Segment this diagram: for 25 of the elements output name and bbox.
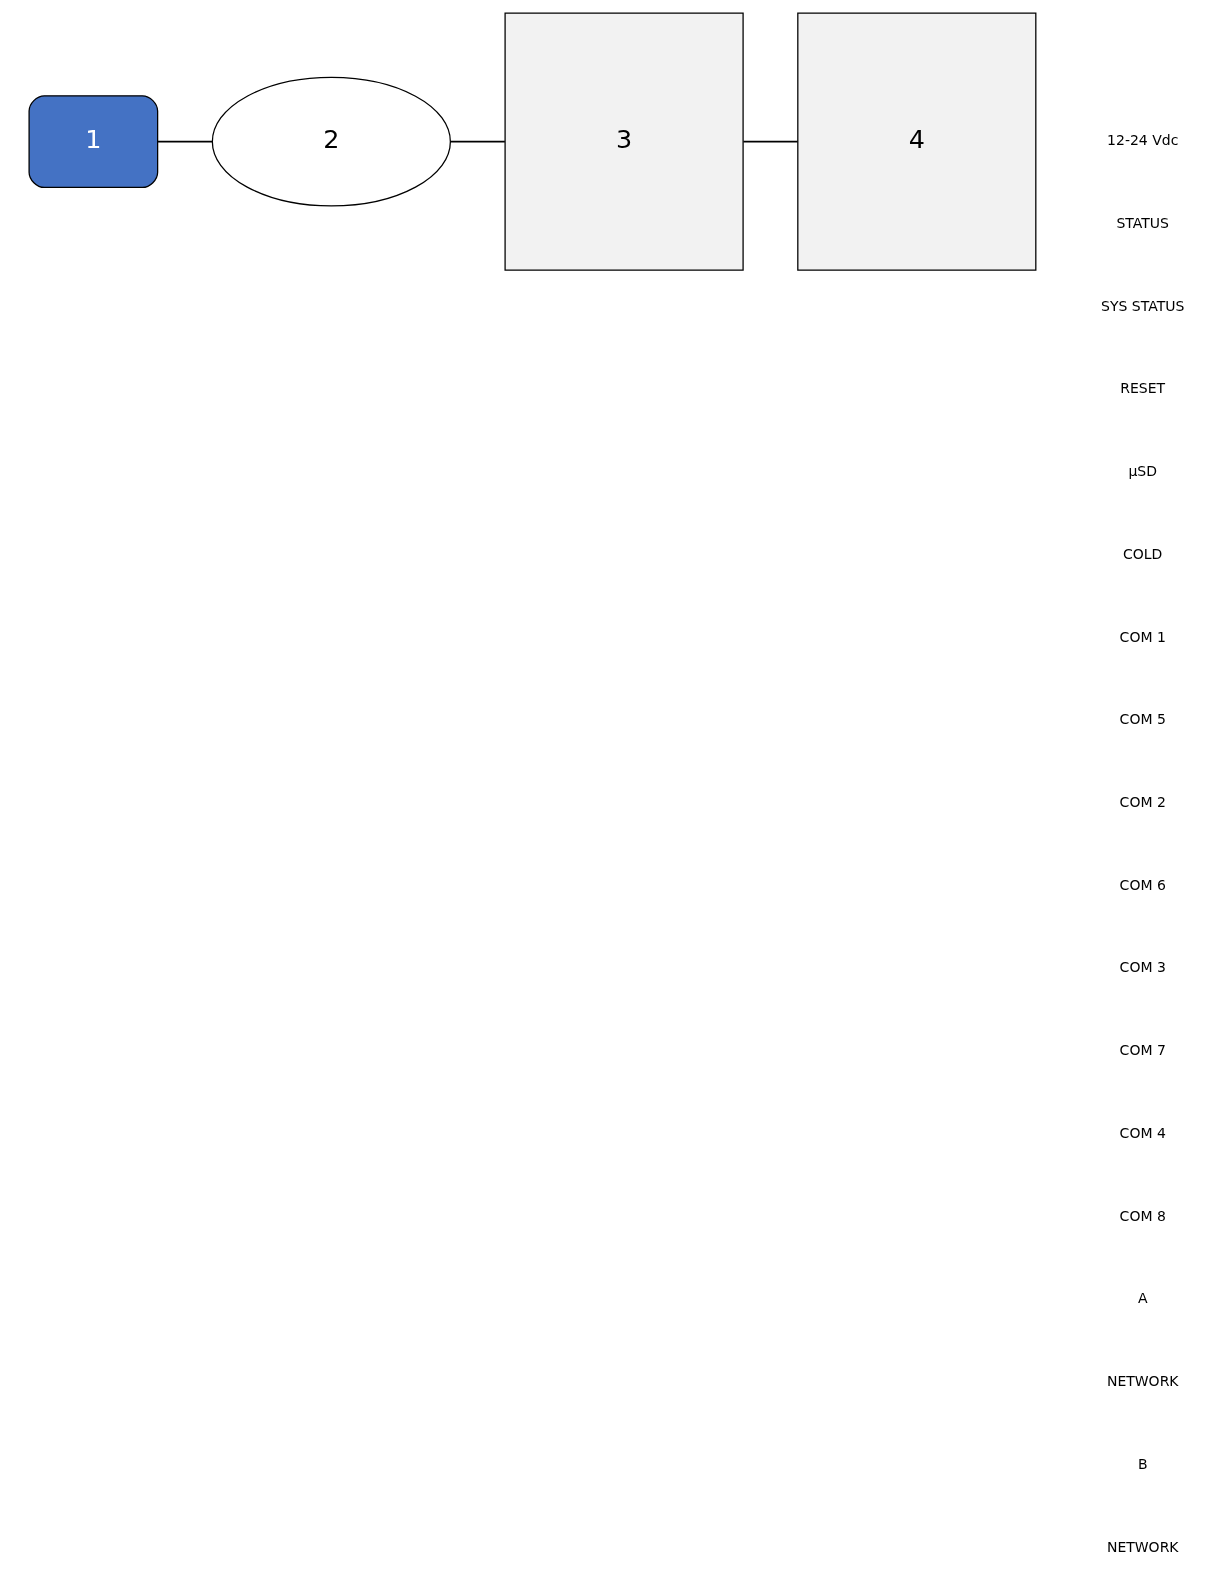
- label: SYS STATUS: [1101, 297, 1185, 314]
- label: NETWORK: [1106, 1373, 1179, 1390]
- node-box: 1: [28, 95, 159, 189]
- label: B: [1137, 1455, 1148, 1472]
- label: COM 4: [1119, 1124, 1166, 1141]
- label: COM 3: [1119, 959, 1166, 976]
- label: µSD: [1128, 463, 1158, 480]
- label: COM 7: [1119, 1042, 1166, 1059]
- node-box: 4: [797, 12, 1037, 271]
- label: COM 2: [1119, 794, 1166, 811]
- node-box: 3: [504, 12, 744, 271]
- label: RESET: [1120, 380, 1166, 397]
- label: COLD: [1123, 545, 1163, 562]
- label: STATUS: [1116, 214, 1169, 231]
- label: 12-24 Vdc: [1107, 132, 1179, 149]
- label: COM 8: [1119, 1207, 1166, 1224]
- connector: [449, 140, 506, 143]
- connector: [156, 140, 214, 143]
- label: COM 1: [1119, 628, 1166, 645]
- connector: [742, 140, 799, 143]
- label: COM 6: [1119, 876, 1166, 893]
- label: A: [1137, 1290, 1148, 1307]
- label: COM 5: [1119, 711, 1166, 728]
- label: NETWORK: [1106, 1538, 1179, 1555]
- node-ellipse: 2: [211, 76, 451, 207]
